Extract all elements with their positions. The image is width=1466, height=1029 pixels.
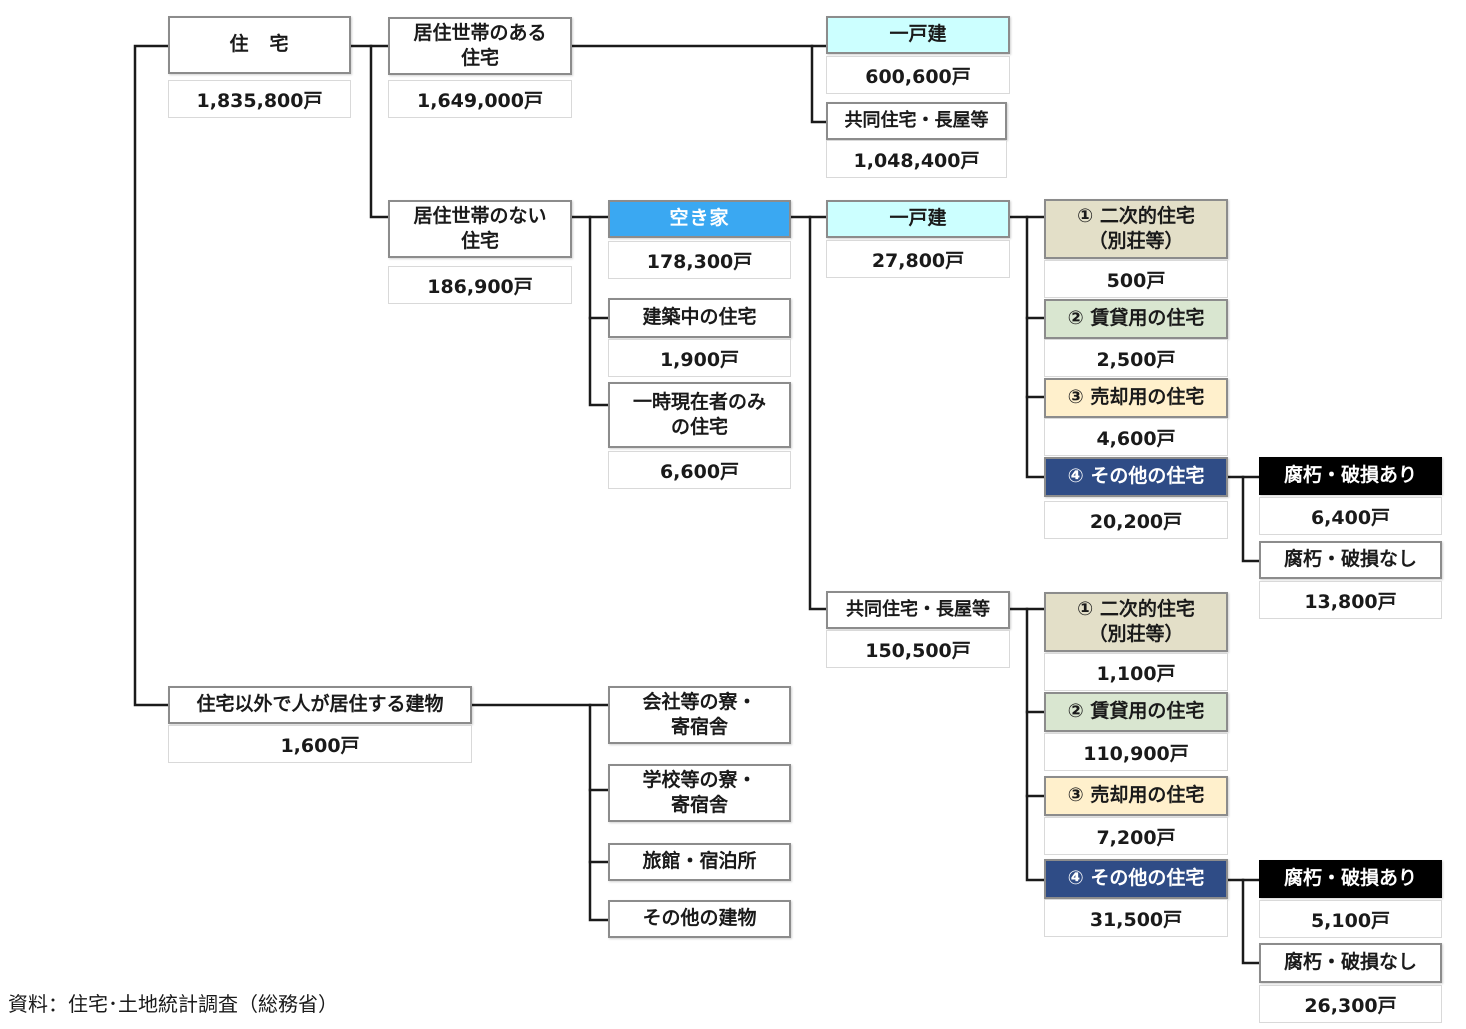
apartment-damaged-count: 5,100戸 (1259, 900, 1442, 938)
detached-other-box: ④ その他の住宅 (1044, 457, 1228, 497)
unoccupied-housing-box: 居住世帯のない 住宅 (388, 200, 572, 258)
detached-damaged-count: 6,400戸 (1259, 497, 1442, 535)
apartment-rental-count: 110,900戸 (1044, 733, 1228, 771)
temporary-residents-box: 一時現在者のみ の住宅 (608, 382, 791, 448)
occupied-apartment-box: 共同住宅・長屋等 (826, 102, 1007, 140)
temporary-residents-count: 6,600戸 (608, 451, 791, 489)
under-construction-count: 1,900戸 (608, 339, 791, 377)
occupied-detached-box: 一戸建 (826, 16, 1010, 54)
vacant-apartment-box: 共同住宅・長屋等 (826, 591, 1010, 629)
apartment-rental-box: ② 賃貸用の住宅 (1044, 692, 1228, 732)
unoccupied-housing-count: 186,900戸 (388, 266, 572, 304)
other-building-box: その他の建物 (608, 900, 791, 938)
apartment-secondary-box: ① 二次的住宅 （別荘等） (1044, 592, 1228, 652)
vacant-house-count: 178,300戸 (608, 241, 791, 279)
detached-other-count: 20,200戸 (1044, 501, 1228, 539)
apartment-damaged-box: 腐朽・破損あり (1259, 860, 1442, 898)
vacant-house-box: 空き家 (608, 200, 791, 238)
occupied-housing-box: 居住世帯のある 住宅 (388, 17, 572, 75)
detached-sale-box: ③ 売却用の住宅 (1044, 378, 1228, 418)
detached-secondary-box: ① 二次的住宅 （別荘等） (1044, 199, 1228, 259)
apartment-secondary-count: 1,100戸 (1044, 653, 1228, 691)
occupied-housing-count: 1,649,000戸 (388, 80, 572, 118)
detached-damaged-box: 腐朽・破損あり (1259, 457, 1442, 495)
housing-count: 1,835,800戸 (168, 80, 351, 118)
detached-secondary-count: 500戸 (1044, 260, 1228, 298)
source-note: 資料：住宅･土地統計調査（総務省） (8, 992, 338, 1016)
occupied-apartment-count: 1,048,400戸 (826, 140, 1007, 178)
apartment-undamaged-count: 26,300戸 (1259, 985, 1442, 1023)
occupied-detached-count: 600,600戸 (826, 56, 1010, 94)
school-dorm-box: 学校等の寮・ 寄宿舎 (608, 764, 791, 822)
inn-box: 旅館・宿泊所 (608, 843, 791, 881)
apartment-sale-box: ③ 売却用の住宅 (1044, 776, 1228, 816)
non-housing-box: 住宅以外で人が居住する建物 (168, 686, 472, 724)
apartment-sale-count: 7,200戸 (1044, 817, 1228, 855)
apartment-other-box: ④ その他の住宅 (1044, 859, 1228, 899)
detached-undamaged-count: 13,800戸 (1259, 581, 1442, 619)
vacant-apartment-count: 150,500戸 (826, 630, 1010, 668)
vacant-detached-count: 27,800戸 (826, 240, 1010, 278)
under-construction-box: 建築中の住宅 (608, 298, 791, 338)
detached-undamaged-box: 腐朽・破損なし (1259, 541, 1442, 579)
apartment-other-count: 31,500戸 (1044, 899, 1228, 937)
vacant-detached-box: 一戸建 (826, 200, 1010, 238)
apartment-undamaged-box: 腐朽・破損なし (1259, 943, 1442, 983)
non-housing-count: 1,600戸 (168, 725, 472, 763)
housing-box: 住 宅 (168, 16, 351, 74)
detached-sale-count: 4,600戸 (1044, 418, 1228, 456)
company-dorm-box: 会社等の寮・ 寄宿舎 (608, 686, 791, 744)
detached-rental-box: ② 賃貸用の住宅 (1044, 299, 1228, 339)
detached-rental-count: 2,500戸 (1044, 339, 1228, 377)
